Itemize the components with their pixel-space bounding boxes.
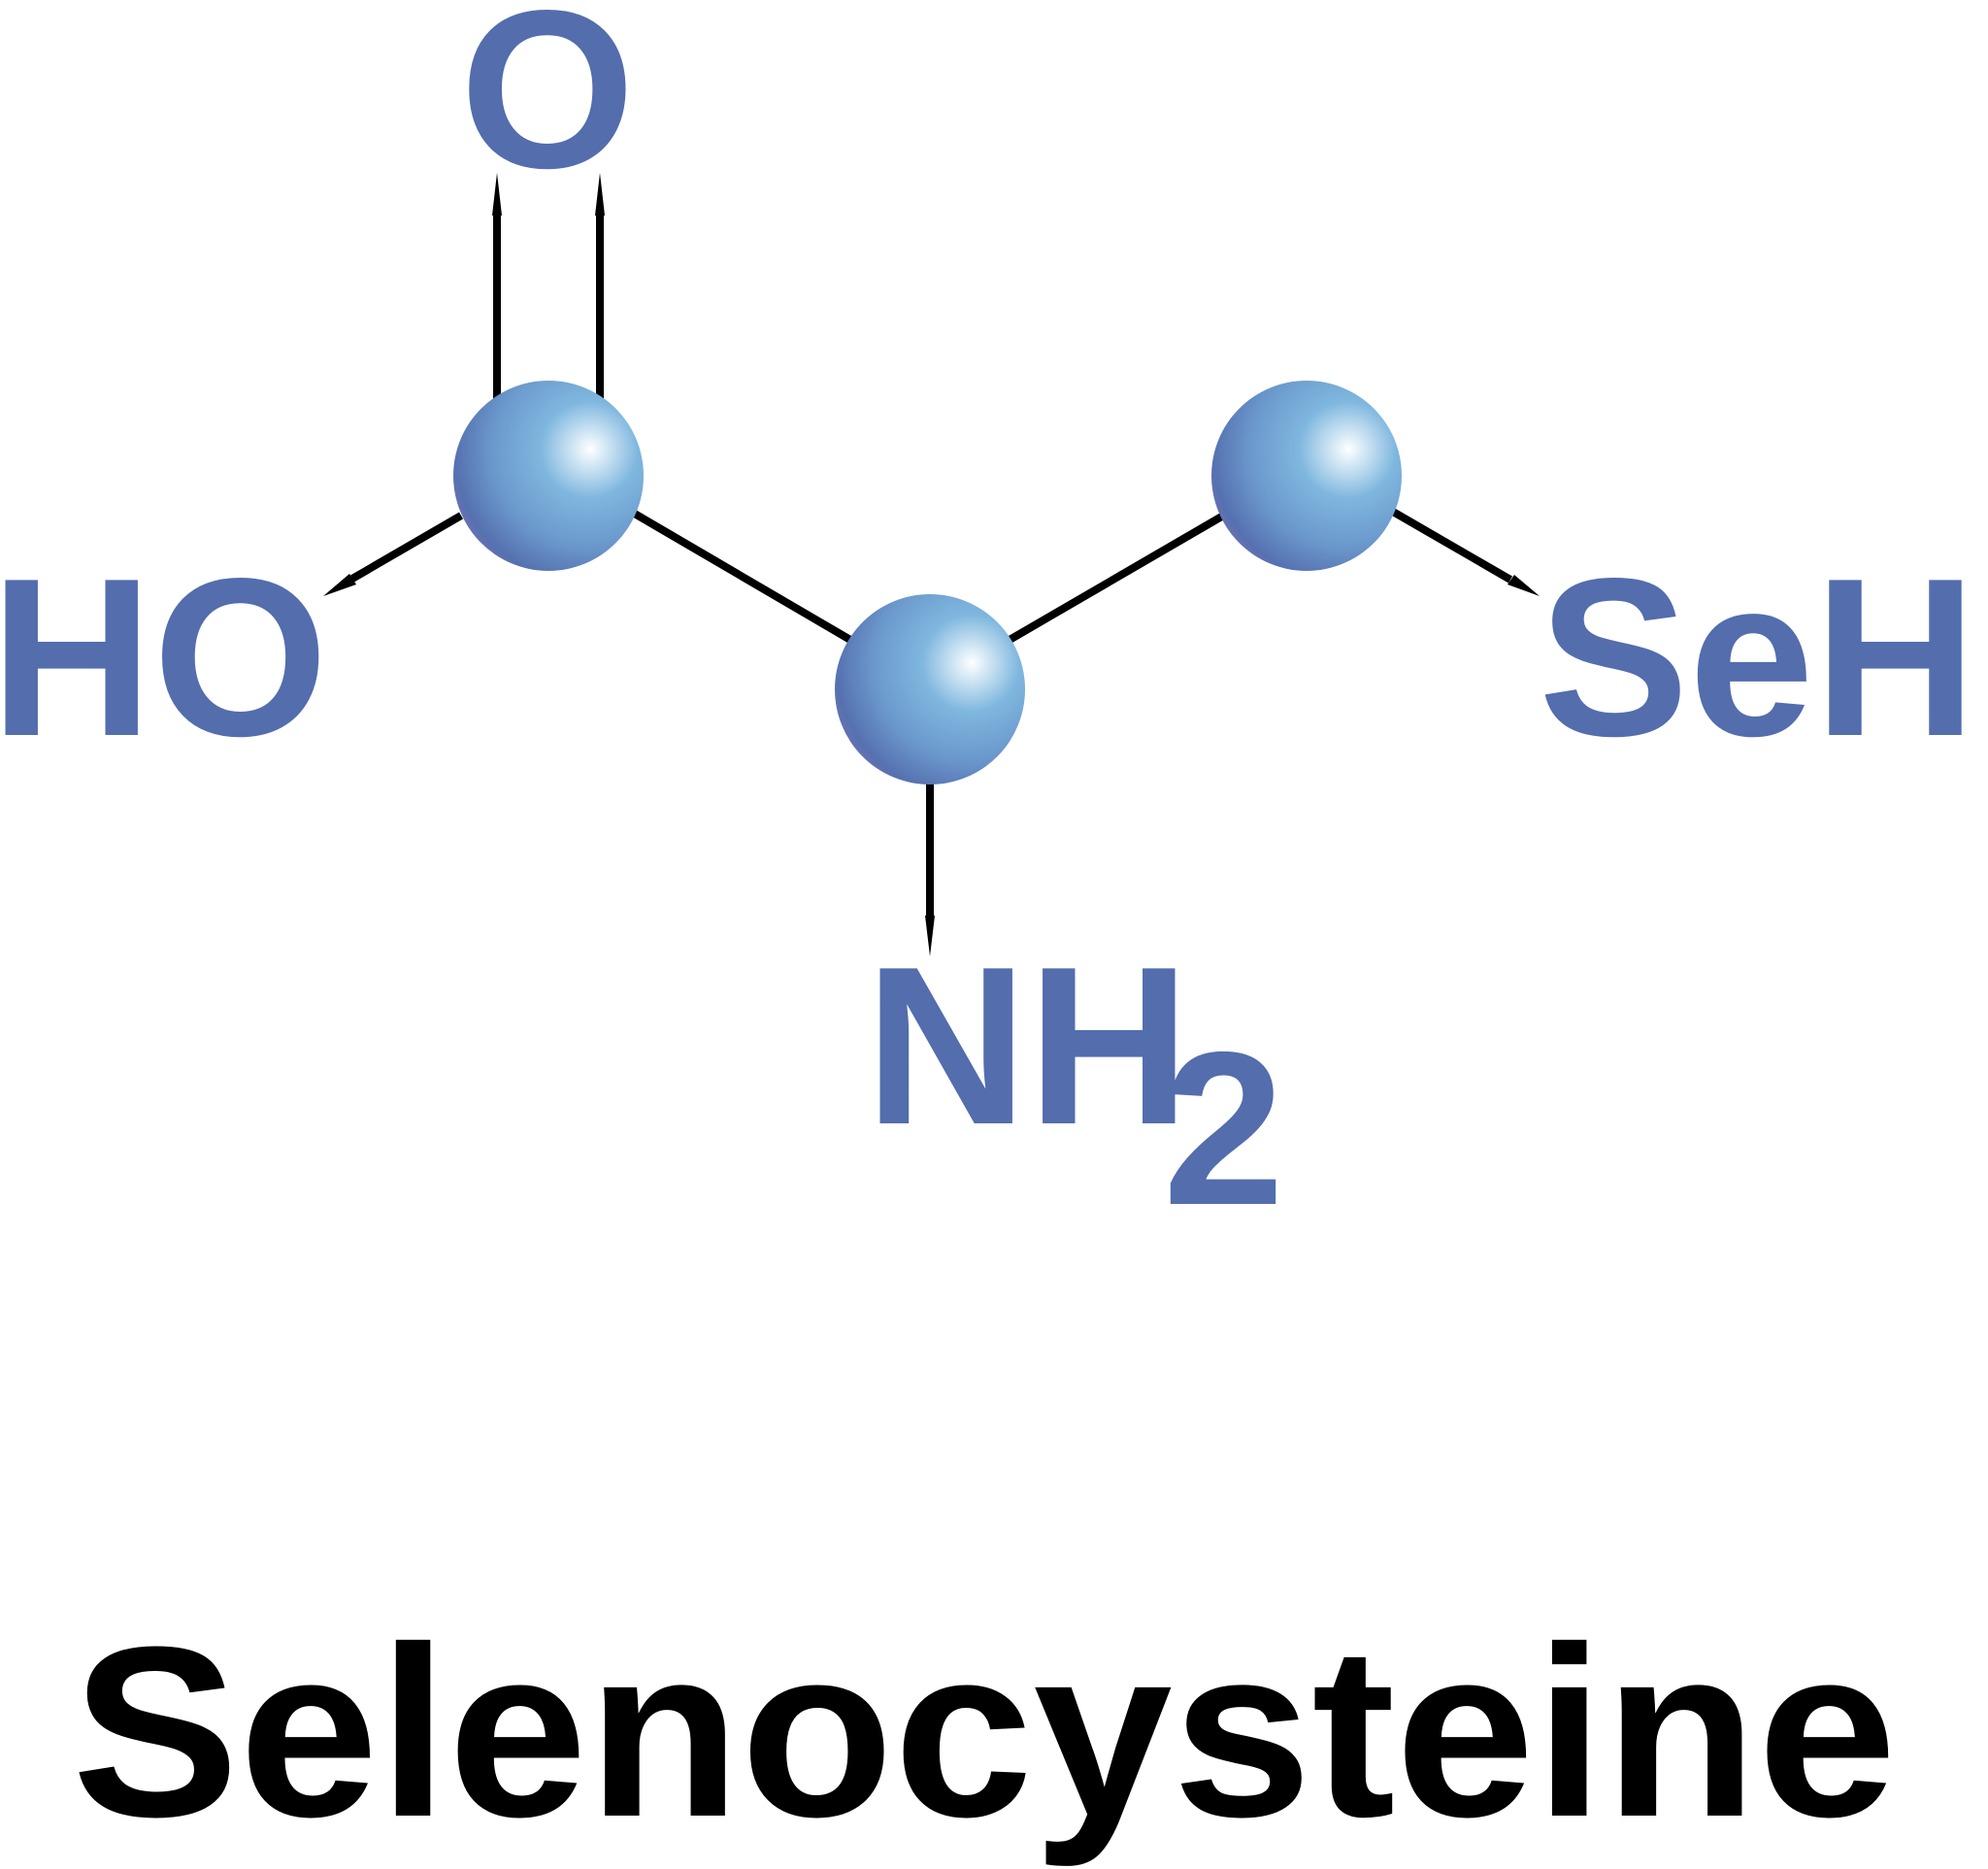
double-bond-tip-right bbox=[595, 173, 605, 216]
oxygen-label: O bbox=[460, 0, 635, 216]
hydroxyl-label: HO bbox=[0, 532, 328, 784]
bonds-group bbox=[323, 173, 1540, 956]
bond-c1-hydroxyl bbox=[349, 512, 464, 583]
atom-labels-group: O HO SeH NH 2 bbox=[0, 0, 1976, 1251]
amine-subscript-label: 2 bbox=[1163, 1006, 1284, 1251]
compound-name: Selenocysteine bbox=[72, 1596, 1897, 1867]
carbon-sphere-carboxyl bbox=[453, 381, 644, 571]
carbon-sphere-alpha bbox=[835, 594, 1025, 784]
amine-label: NH bbox=[865, 920, 1190, 1172]
bond-tip-selenol bbox=[1508, 575, 1540, 596]
bond-c2-c3 bbox=[1007, 511, 1228, 644]
carbon-sphere-beta bbox=[1211, 381, 1402, 571]
double-bond-tip-left bbox=[492, 173, 502, 216]
selenol-label: SeH bbox=[1539, 532, 1976, 784]
bond-tip-hydroxyl bbox=[323, 574, 356, 596]
bond-c3-selenol bbox=[1390, 508, 1513, 584]
atoms-group bbox=[453, 381, 1402, 784]
bond-tip-amine bbox=[925, 916, 935, 956]
bond-c1-c2 bbox=[630, 509, 853, 644]
